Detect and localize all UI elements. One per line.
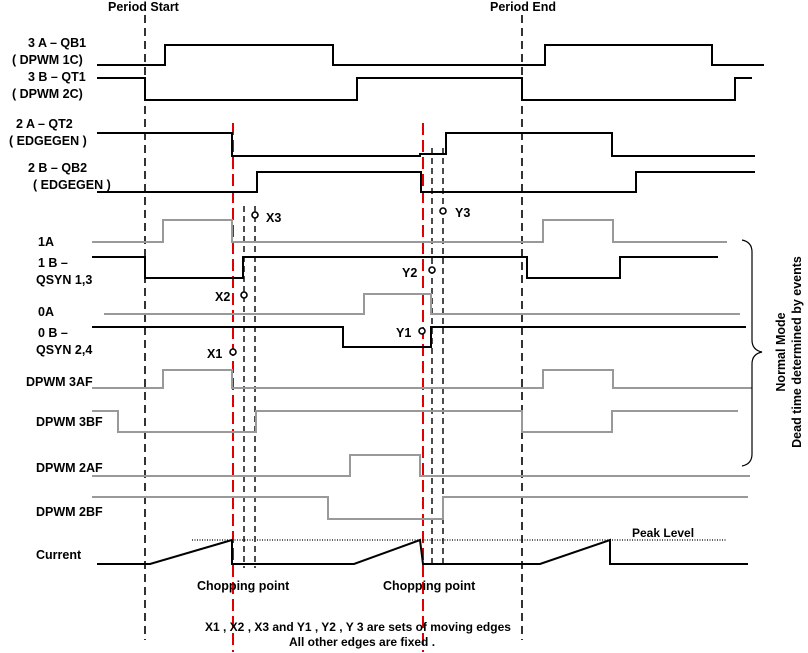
peak-level-label: Peak Level [632, 526, 694, 540]
signal-label-qb2: 2 B – QB2 [28, 161, 87, 175]
signal-label-qb2-sub: ( EDGEGEN ) [33, 178, 111, 192]
signal-label-0a: 0A [38, 305, 54, 319]
signal-label-1b: 1 B – [38, 256, 68, 270]
marker-x2 [240, 291, 248, 299]
signal-label-0b-sub: QSYN 2,4 [36, 343, 92, 357]
marker-label-x1: X1 [207, 347, 222, 361]
marker-x1 [229, 348, 237, 356]
marker-label-y3: Y3 [455, 206, 470, 220]
signal-label-qb1-sub: ( DPWM 1C) [12, 53, 83, 67]
marker-y2 [428, 266, 436, 274]
right-brace [741, 239, 763, 467]
waveform-current [97, 538, 748, 565]
signal-label-qt2: 2 A – QT2 [16, 117, 73, 131]
chopping-point-label-1: Chopping point [197, 579, 290, 593]
marker-x3 [251, 211, 259, 219]
waveform-qt2 [97, 132, 755, 157]
side-label-mode: Normal Mode [774, 312, 788, 391]
footnote-line-1: X1 , X2 , X3 and Y1 , Y2 , Y 3 are sets … [205, 620, 511, 634]
waveform-qb2 [97, 171, 755, 193]
period-end-label: Period End [490, 0, 556, 14]
waveform-0a [104, 293, 740, 315]
signal-label-dpwm2af: DPWM 2AF [36, 461, 103, 475]
side-label-deadtime: Dead time determined by events [790, 256, 804, 448]
signal-label-qb1: 3 A – QB1 [28, 36, 86, 50]
marker-label-x3: X3 [266, 211, 281, 225]
signal-label-dpwm3bf: DPWM 3BF [36, 415, 103, 429]
marker-label-y1: Y1 [396, 326, 411, 340]
waveform-dpwm3bf [92, 410, 738, 433]
waveform-qt1 [97, 77, 752, 101]
signal-label-qt1-sub: ( DPWM 2C) [12, 87, 83, 101]
marker-y3 [439, 207, 447, 215]
signal-label-qt1: 3 B – QT1 [28, 70, 86, 84]
signal-label-0b: 0 B – [38, 326, 68, 340]
signal-label-dpwm2bf: DPWM 2BF [36, 505, 103, 519]
signal-label-qt2-sub: ( EDGEGEN ) [9, 134, 87, 148]
marker-label-y2: Y2 [402, 266, 417, 280]
period-start-label: Period Start [108, 0, 180, 14]
signal-label-current: Current [36, 548, 82, 562]
waveform-dpwm2af [92, 454, 750, 477]
waveform-1b [92, 256, 718, 279]
marker-y1 [418, 327, 426, 335]
waveform-0b [92, 326, 746, 348]
signal-label-1a: 1A [38, 235, 54, 249]
waveform-dpwm3af [92, 369, 752, 389]
signal-label-dpwm3af: DPWM 3AF [26, 375, 93, 389]
footnote-line-2: All other edges are fixed . [289, 635, 435, 649]
marker-label-x2: X2 [215, 290, 230, 304]
waveform-1a [92, 219, 727, 243]
signal-label-1b-sub: QSYN 1,3 [36, 273, 92, 287]
waveform-dpwm2bf [92, 496, 748, 520]
waveform-qb1 [97, 44, 764, 66]
chopping-point-label-2: Chopping point [383, 579, 476, 593]
